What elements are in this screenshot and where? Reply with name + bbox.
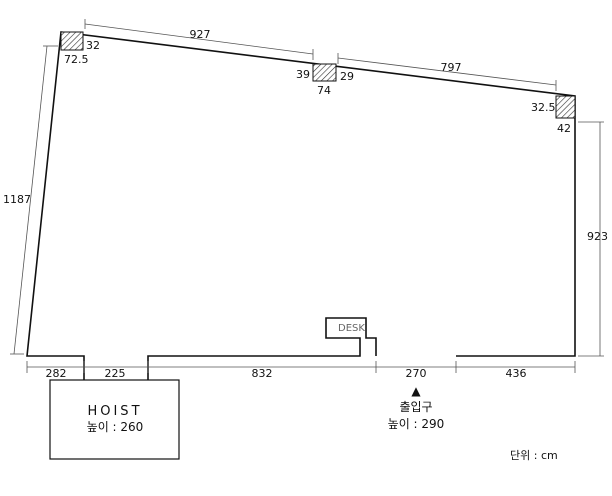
dim-label-bottom-3: 832: [252, 367, 273, 380]
dim-top-right: [337, 53, 557, 91]
dim-label-bottom-5: 436: [506, 367, 527, 380]
dim-label-bottom-2: 225: [105, 367, 126, 380]
unit-label: 단위 : cm: [510, 449, 558, 462]
dim-label-bottom-4: 270: [406, 367, 427, 380]
dim-right-wall: [578, 121, 604, 357]
entrance-arrow-icon: ▲: [411, 384, 421, 398]
entrance-height: 높이 : 290: [388, 417, 445, 431]
dim-left-wall: [10, 45, 58, 355]
dim-bottom: [26, 361, 576, 373]
dim-label-left-wall: 1187: [3, 193, 31, 206]
pillar-top-right: [555, 95, 576, 119]
pillar-label-top-left-h: 72.5: [64, 53, 89, 66]
desk-label: DESK: [338, 323, 365, 334]
pillar-label-right-bottom: 42: [557, 122, 571, 135]
dim-label-top-left: 927: [190, 28, 211, 41]
floor-outline-wall: [147, 317, 377, 380]
pillar-label-right-top: 32.5: [531, 101, 556, 114]
dim-label-right-wall: 923: [587, 230, 608, 243]
dim-label-top-right: 797: [441, 61, 462, 74]
pillar-top-middle: [312, 63, 337, 82]
hoist-box: [49, 379, 180, 460]
pillar-label-mid-bottom: 74: [317, 84, 331, 97]
pillar-label-top-left-w: 32: [86, 39, 100, 52]
floor-outline-wall-left: [26, 31, 576, 380]
hoist-title: HOIST: [87, 404, 142, 419]
hoist-height: 높이 : 260: [87, 420, 144, 434]
entrance-label: 출입구: [399, 400, 432, 414]
pillar-top-left: [60, 31, 84, 51]
dim-top-left: [84, 19, 314, 60]
pillar-label-mid-left: 39: [296, 68, 310, 81]
pillar-label-mid-right: 29: [340, 70, 354, 83]
dim-label-bottom-1: 282: [46, 367, 67, 380]
